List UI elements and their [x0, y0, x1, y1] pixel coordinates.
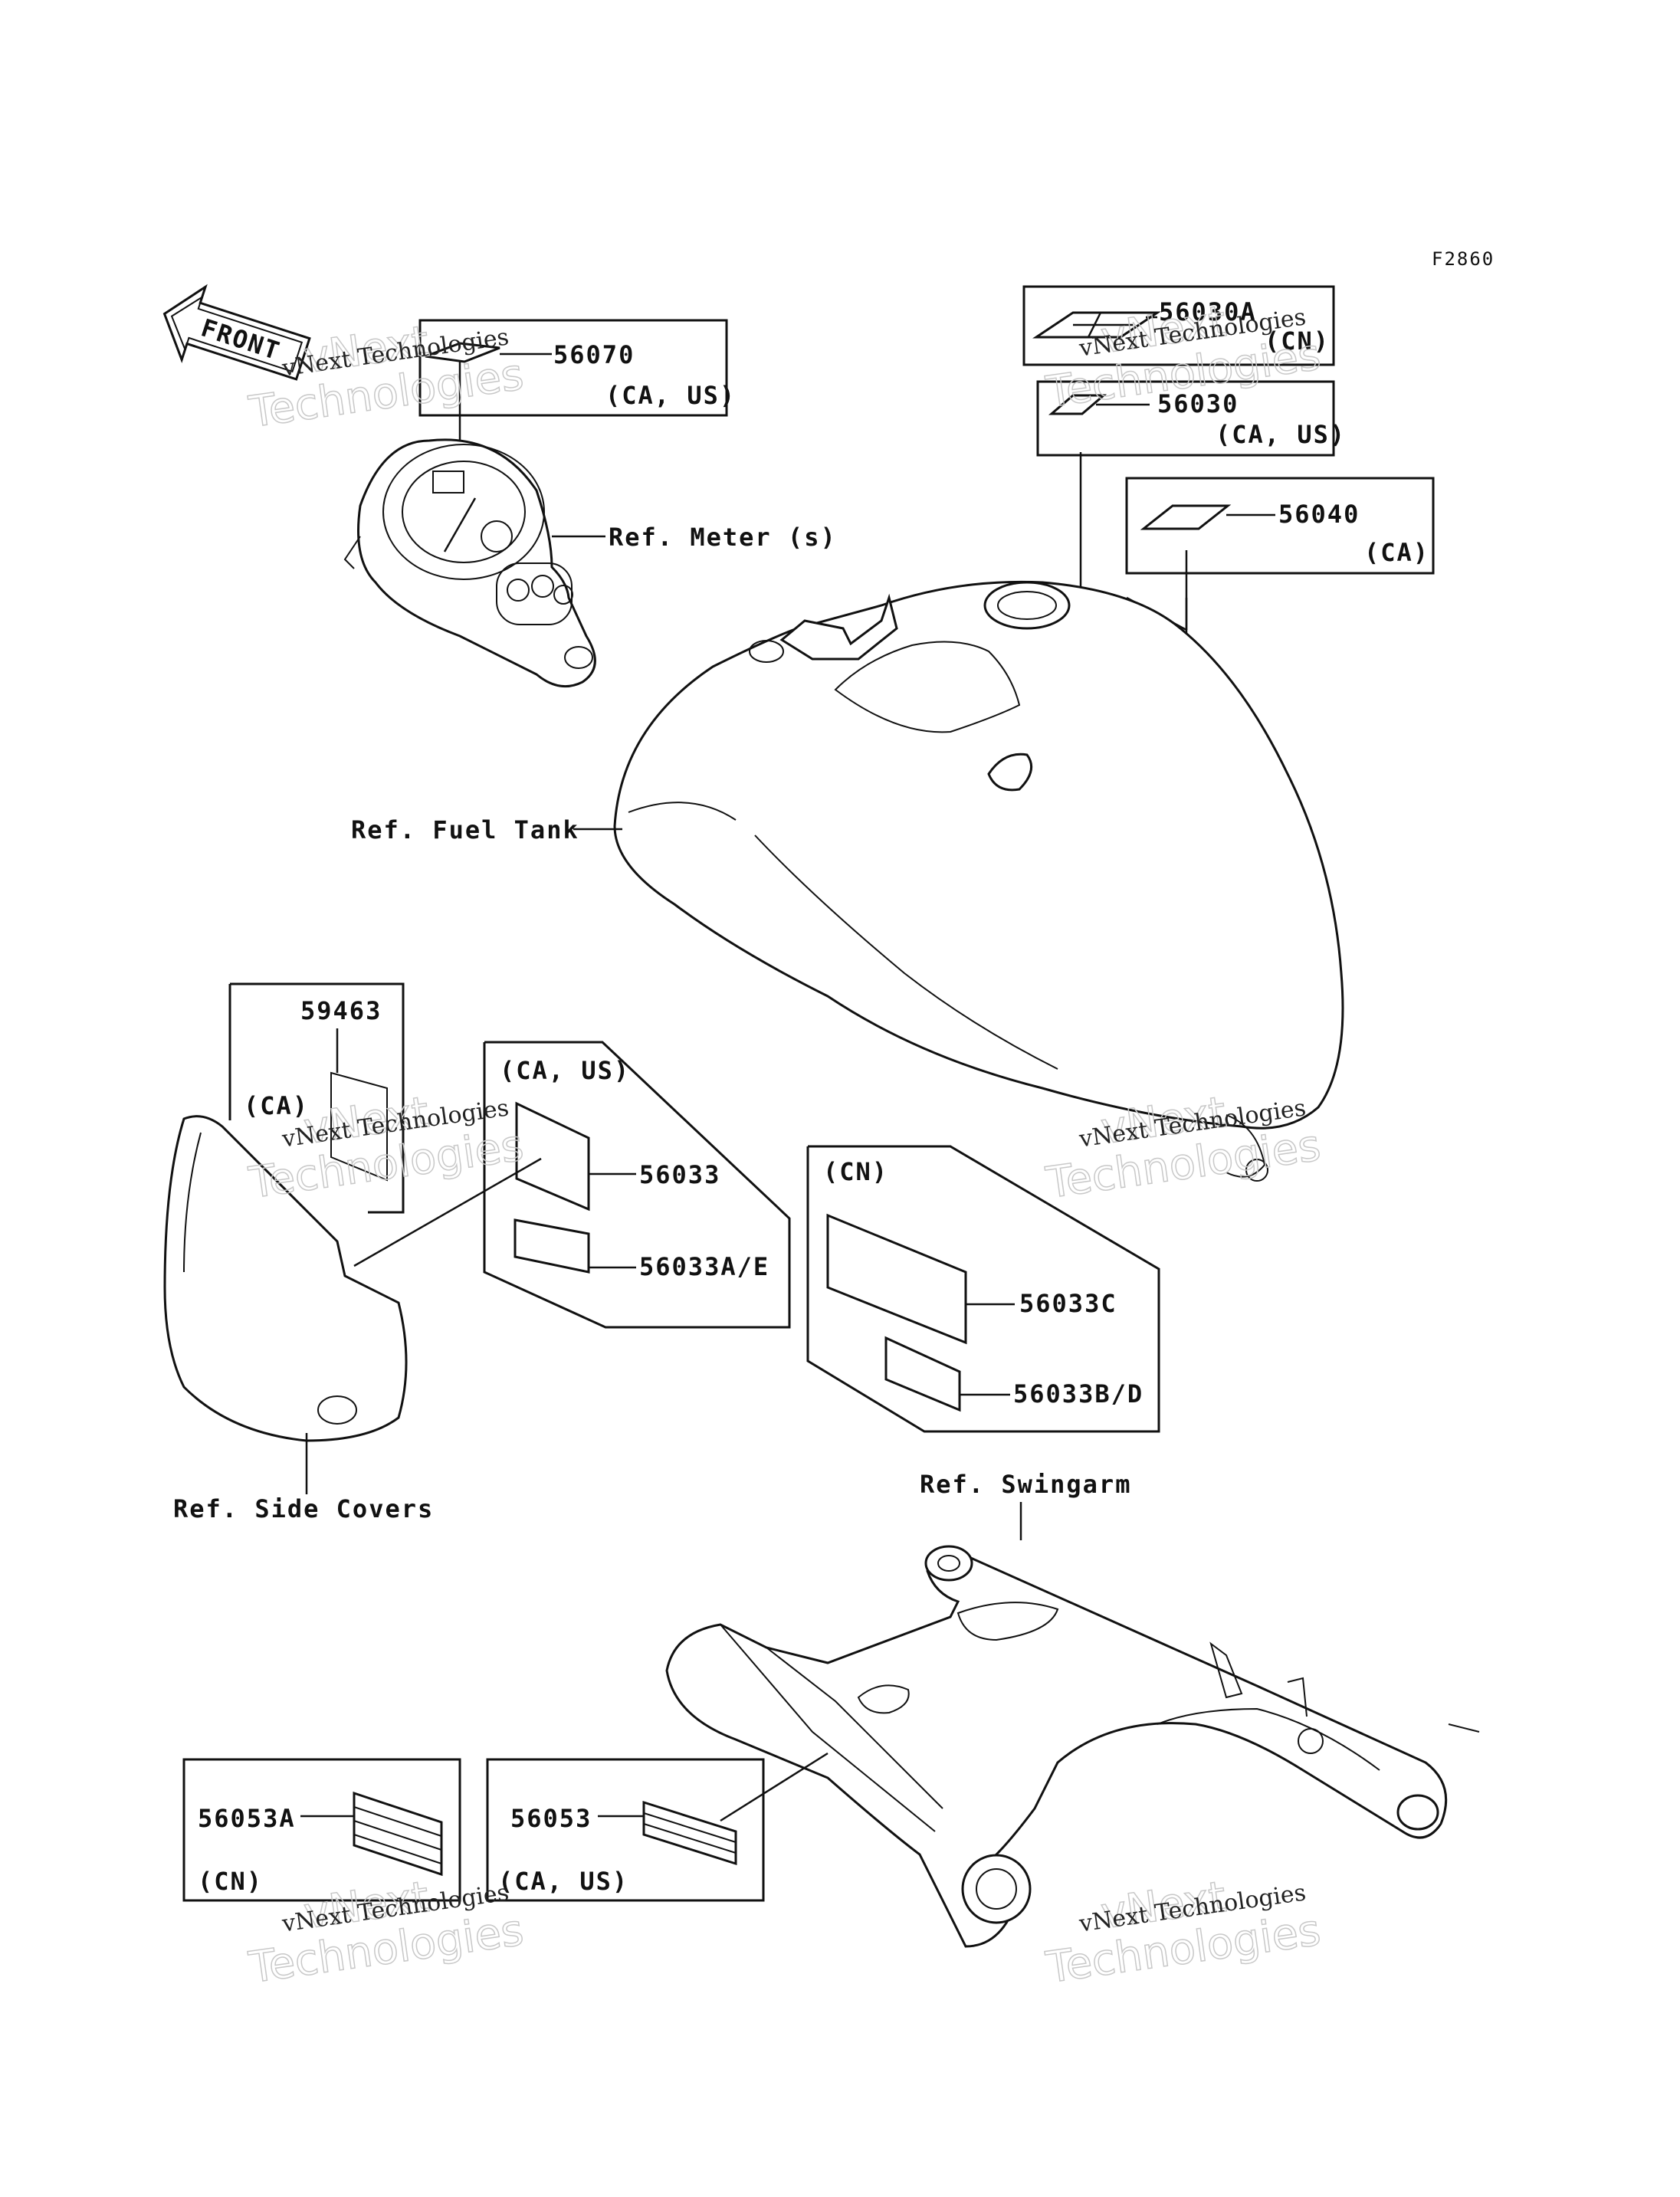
box-cn-part-b: 56033B/D: [1013, 1379, 1144, 1408]
side-cover-part: [163, 1115, 408, 1442]
decal-56030-icon: [1048, 394, 1107, 415]
watermark-1: vNext Technologies vNext Technologies: [245, 316, 527, 438]
callout-56070: 56070 (CA, US): [418, 319, 736, 506]
callout-56053A: 56053A (CN): [182, 1758, 461, 1902]
fuel-tank-part: [613, 580, 1344, 1182]
decal-56053A-icon: [353, 1791, 443, 1877]
callout-box-cn: (CN) 56033C 56033B/D: [806, 1145, 1160, 1433]
part-56053-number: 56053: [510, 1804, 592, 1833]
watermark-6: vNext Technologies vNext Technologies: [1042, 1871, 1324, 1993]
box-cn-part-a: 56033C: [1019, 1289, 1117, 1318]
decal-56033AE-icon: [514, 1218, 590, 1274]
decal-56053-icon: [642, 1800, 737, 1866]
part-56070-region: (CA, US): [605, 381, 736, 410]
callout-56053: 56053 (CA, US): [486, 1752, 829, 1902]
callout-56040: 56040 (CA): [1125, 477, 1435, 691]
part-56030A-number: 56030A: [1159, 297, 1257, 326]
decal-56033C-icon: [826, 1213, 967, 1345]
callout-59463: 59463 (CA): [228, 982, 405, 1214]
decal-59463-icon: [330, 1071, 388, 1182]
ref-fuel-tank-label: Ref. Fuel Tank: [351, 815, 579, 844]
box-caus-part-b: 56033A/E: [639, 1252, 769, 1281]
part-56030-region: (CA, US): [1216, 420, 1346, 449]
part-56053A-region: (CN): [198, 1867, 263, 1896]
decal-56033-icon: [515, 1101, 590, 1212]
swingarm-part: [665, 1545, 1480, 1948]
meter-part: [343, 438, 596, 688]
figure-code: F2860: [1432, 248, 1495, 270]
side-cover-decal-leader: [353, 1157, 542, 1267]
box-cn-region: (CN): [823, 1157, 888, 1186]
callout-56030: 56030 (CA, US): [1036, 380, 1346, 653]
decal-56033BD-icon: [884, 1336, 961, 1412]
decal-56070-icon: [425, 342, 500, 363]
ref-swingarm-label: Ref. Swingarm: [920, 1470, 1131, 1499]
watermark-2: vNext Technologies vNext Technologies: [1042, 296, 1324, 418]
part-56053-region: (CA, US): [498, 1867, 628, 1896]
part-56040-number: 56040: [1278, 500, 1360, 529]
part-59463-region: (CA): [244, 1091, 309, 1120]
part-56030A-region: (CN): [1265, 326, 1330, 356]
ref-side-covers-label: Ref. Side Covers: [173, 1494, 434, 1523]
box-caus-region: (CA, US): [500, 1056, 630, 1085]
decal-56040-icon: [1140, 504, 1232, 530]
box-caus-part-a: 56033: [639, 1160, 720, 1189]
part-56040-region: (CA): [1364, 538, 1429, 567]
callout-56030A: 56030A (CN): [1022, 285, 1335, 366]
part-56053A-number: 56053A: [198, 1804, 296, 1833]
callout-box-caus: (CA, US) 56033 56033A/E: [483, 1041, 791, 1329]
watermark-5: vNext Technologies vNext Technologies: [245, 1871, 527, 1993]
part-56030-number: 56030: [1157, 389, 1239, 418]
ref-meter-label: Ref. Meter (s): [609, 523, 837, 552]
part-59463-number: 59463: [300, 996, 382, 1025]
part-56070-number: 56070: [553, 340, 635, 369]
